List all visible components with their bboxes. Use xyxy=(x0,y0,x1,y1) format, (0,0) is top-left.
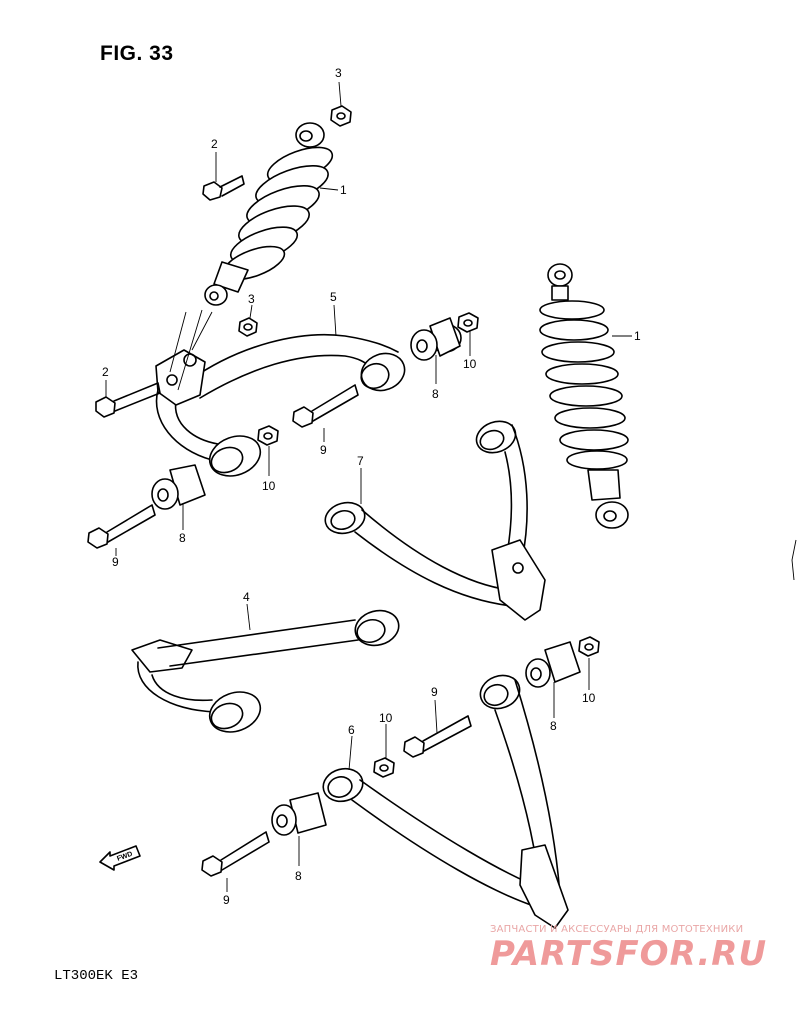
edge-mark xyxy=(791,539,797,581)
callout-shock-1-left: 1 xyxy=(340,183,347,197)
lower-arm-6 xyxy=(322,674,569,929)
callout-nut-10-b: 10 xyxy=(463,357,477,371)
callout-bolt-9-center: 9 xyxy=(431,685,438,699)
callout-bolt-2-upper: 2 xyxy=(211,137,218,151)
callout-nut-10-d: 10 xyxy=(379,711,393,725)
nut-3-upper xyxy=(330,105,352,127)
nut-10-b xyxy=(457,312,479,333)
figure-title: FIG. 33 xyxy=(100,42,174,65)
callout-upper-arm-5: 5 xyxy=(330,290,337,304)
callout-lower-arm-6: 6 xyxy=(348,723,355,737)
bushing-8-d xyxy=(271,792,327,836)
bolt-2-upper xyxy=(202,175,245,201)
watermark-brand: PARTSFOR.RU xyxy=(490,934,768,974)
nut-10-a xyxy=(257,425,279,446)
callout-bushing-8-d: 8 xyxy=(295,869,302,883)
callout-nut-3-upper: 3 xyxy=(335,66,342,80)
callout-bolt-9-upper: 9 xyxy=(320,443,327,457)
bushing-8-c xyxy=(525,641,581,688)
callout-nut-3-middle: 3 xyxy=(248,292,255,306)
watermark-tagline: ЗАПЧАСТИ И АКСЕССУАРЫ ДЛЯ МОТОТЕХНИКИ xyxy=(490,924,744,935)
callout-bushing-8-b: 8 xyxy=(179,531,186,545)
fwd-arrow-icon: FWD xyxy=(99,845,141,871)
callout-nut-10-a: 10 xyxy=(262,479,276,493)
shock-absorber-right xyxy=(539,263,629,529)
callout-bolt-2-lower: 2 xyxy=(102,365,109,379)
callout-numbers: 3 2 1 3 5 10 8 1 2 9 10 7 8 9 4 9 10 8 1… xyxy=(102,66,641,907)
upper-arm-7 xyxy=(324,420,546,621)
callout-shock-1-right: 1 xyxy=(634,329,641,343)
model-code: LT300EK E3 xyxy=(54,968,139,984)
bolt-9-upper xyxy=(292,384,359,428)
nut-3-middle xyxy=(238,317,258,337)
shock-absorber-left xyxy=(204,122,334,306)
callout-lower-arm-4: 4 xyxy=(243,590,250,604)
callout-bushing-8-a: 8 xyxy=(432,387,439,401)
nut-10-c xyxy=(578,636,600,657)
nut-10-d xyxy=(373,757,395,778)
callout-upper-arm-7: 7 xyxy=(357,454,364,468)
leader-lines xyxy=(105,81,632,892)
callout-bolt-9-left: 9 xyxy=(112,555,119,569)
bolt-9-left xyxy=(87,504,156,549)
callout-nut-10-c: 10 xyxy=(582,691,596,705)
bushing-8-b xyxy=(151,464,206,510)
bolt-2-lower xyxy=(95,382,161,418)
upper-arm-5 xyxy=(155,309,406,477)
bushing-8-a xyxy=(410,317,462,361)
bolt-9-bottom xyxy=(201,831,270,877)
lower-arm-4 xyxy=(131,609,400,733)
callout-bolt-9-bottom: 9 xyxy=(223,893,230,907)
bolt-9-center xyxy=(403,715,472,758)
callout-bushing-8-c: 8 xyxy=(550,719,557,733)
